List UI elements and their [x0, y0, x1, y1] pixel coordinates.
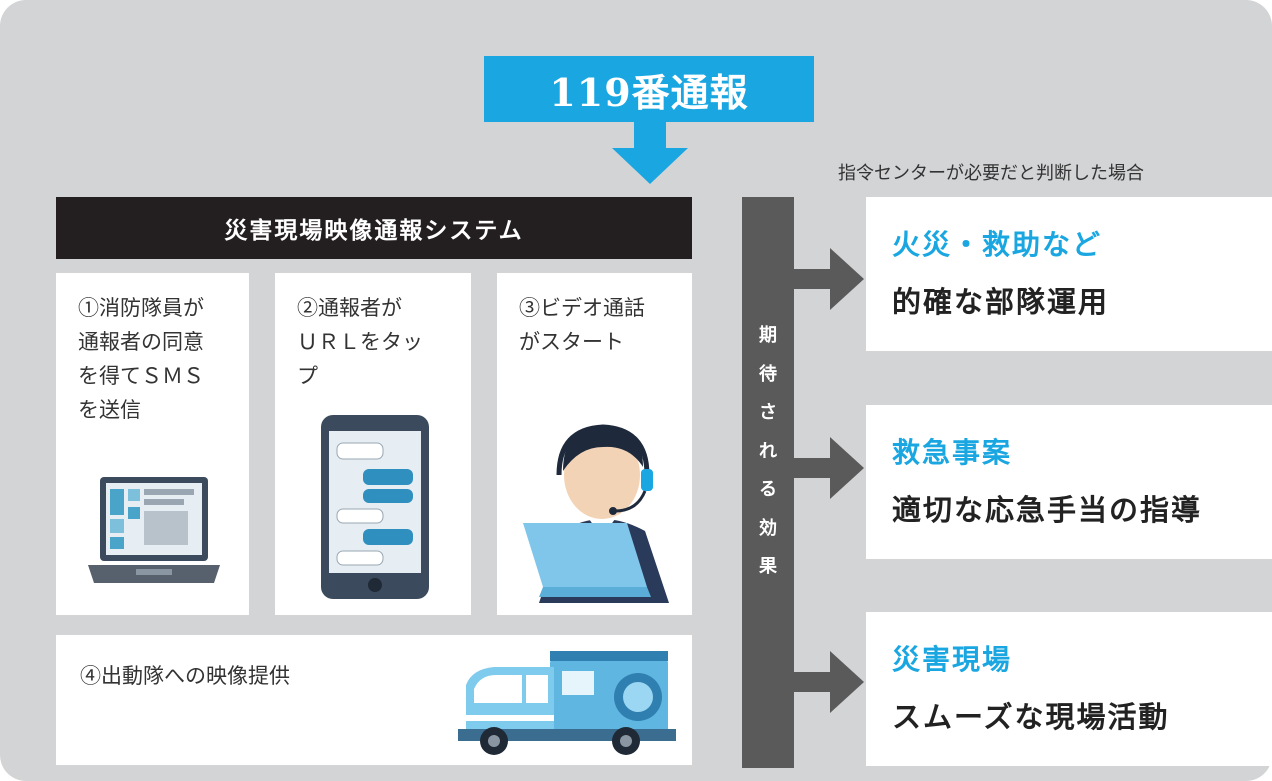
- effect-card-1: 火災・救助など 的確な部隊運用: [866, 197, 1272, 351]
- smartphone-chat-icon: [321, 415, 429, 599]
- condition-note: 指令センターが必要だと判断した場合: [838, 163, 1144, 184]
- step-card-2: ②通報者が ＵＲＬをタッ プ: [275, 273, 471, 615]
- effect-card-2: 救急事案 適切な応急手当の指導: [866, 405, 1272, 559]
- expected-effects-label: 期 待 さ れ る 効 果: [742, 197, 794, 768]
- right-arrow-icon: [794, 437, 864, 499]
- label-char: 果: [759, 556, 777, 577]
- effect-title: 火災・救助など: [892, 228, 1103, 261]
- dispatch-text: ④出動隊への映像提供: [80, 664, 290, 688]
- effect-subtitle: スムーズな現場活動: [892, 700, 1170, 734]
- effect-subtitle: 適切な応急手当の指導: [892, 493, 1203, 527]
- label-char: る: [759, 479, 777, 500]
- step-card-3: ③ビデオ通話 がスタート: [497, 273, 692, 615]
- label-char: 効: [759, 517, 777, 539]
- label-char: 期: [759, 325, 777, 346]
- effect-title: 救急事案: [892, 436, 1013, 469]
- step-text: ②通報者が ＵＲＬをタッ プ: [297, 296, 423, 388]
- step-text: ③ビデオ通話 がスタート: [519, 296, 645, 354]
- effect-card-3: 災害現場 スムーズな現場活動: [866, 612, 1272, 766]
- system-title: 災害現場映像通報システム: [56, 197, 692, 259]
- label-char: れ: [759, 440, 777, 462]
- step-text: ①消防隊員が 通報者の同意 を得てＳＭＳ を送信: [78, 296, 204, 422]
- right-arrow-icon: [794, 248, 864, 310]
- effect-subtitle: 的確な部隊運用: [892, 285, 1110, 319]
- step-card-1: ①消防隊員が 通報者の同意 を得てＳＭＳ を送信: [56, 273, 249, 615]
- right-arrow-icon: [794, 651, 864, 713]
- fire-engine-icon: [458, 651, 676, 755]
- operator-headset-icon: [523, 424, 669, 603]
- effect-title: 災害現場: [892, 643, 1013, 676]
- label-char: さ: [759, 402, 777, 423]
- label-char: 待: [759, 363, 777, 385]
- emergency-call-box: 119番通報: [484, 56, 814, 122]
- laptop-icon: [88, 477, 220, 583]
- down-arrow-icon: [612, 122, 688, 184]
